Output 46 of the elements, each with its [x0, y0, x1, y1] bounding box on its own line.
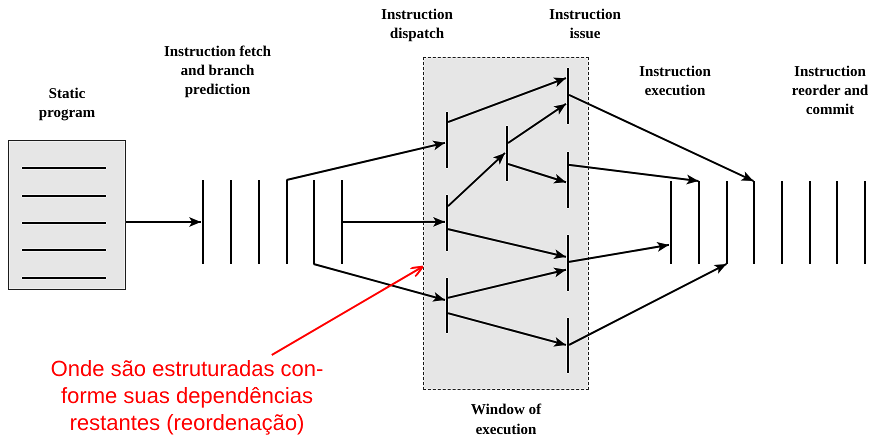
column-heading: Instruction dispatch: [380, 6, 454, 44]
bar: [445, 112, 448, 168]
arrow: [286, 140, 446, 181]
node-heading: Window of execution: [470, 401, 542, 440]
bar: [752, 181, 755, 264]
bar: [566, 318, 569, 373]
bar: [566, 152, 569, 208]
column-heading: Instruction fetch and branch prediction: [162, 43, 272, 100]
bar: [835, 181, 838, 264]
arrow: [126, 217, 201, 227]
annotation-text: Onde são estruturadas con-forme suas dependências restantes (reordenação): [50, 355, 324, 436]
bar: [445, 195, 448, 251]
arrow: [568, 242, 670, 263]
arrow: [313, 263, 446, 302]
bar: [340, 180, 343, 264]
arrow: [448, 77, 566, 124]
arrow: [447, 152, 506, 207]
arrow: [448, 312, 566, 347]
bar: [863, 181, 866, 264]
arrow: [448, 268, 566, 299]
arrow: [271, 266, 424, 356]
bar: [566, 235, 569, 291]
bar: [201, 180, 204, 264]
column-heading: Instruction issue: [548, 6, 622, 44]
bar: [566, 68, 569, 124]
bar: [505, 126, 508, 181]
bar: [808, 181, 811, 264]
column-heading: Instruction execution: [638, 63, 712, 101]
arrow: [568, 164, 699, 184]
bar: [697, 181, 700, 264]
bar: [780, 181, 783, 264]
column-heading: Instruction reorder and commit: [790, 63, 870, 120]
arrow: [507, 103, 567, 144]
bar: [445, 278, 448, 333]
bar: [669, 181, 672, 264]
bar: [285, 180, 288, 264]
arrow: [343, 216, 445, 227]
bar: [725, 181, 728, 264]
bar: [229, 180, 232, 264]
bar: [312, 180, 315, 264]
node-heading: Static program: [38, 85, 96, 123]
arrow: [568, 94, 754, 182]
bar: [257, 180, 260, 264]
arrow: [568, 263, 727, 346]
arrow: [448, 228, 566, 259]
arrow: [508, 163, 566, 184]
